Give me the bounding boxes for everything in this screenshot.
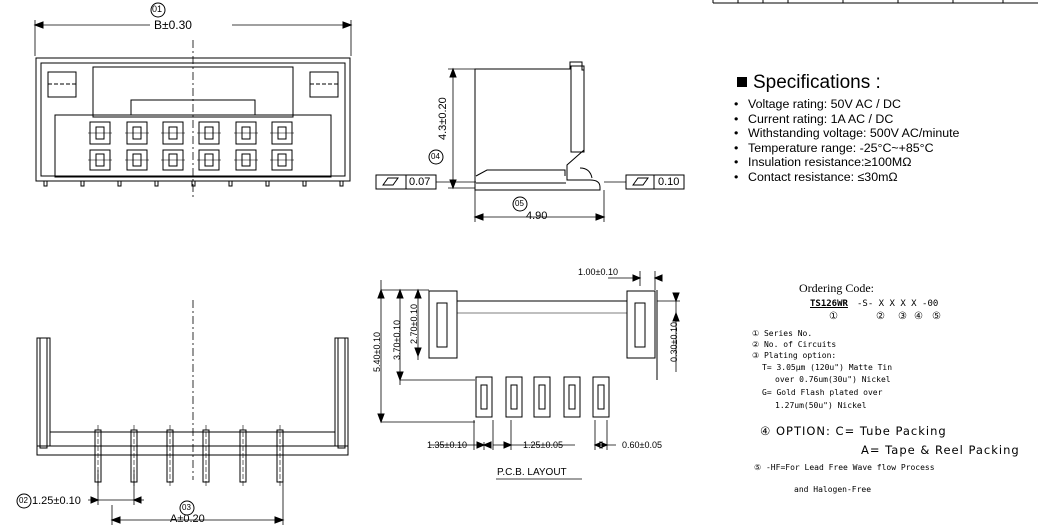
ordering-hf-line: ⑤ -HF=For Lead Free Wave flow Process bbox=[754, 463, 935, 472]
square-bullet-icon bbox=[737, 77, 747, 87]
pcb-dim-bottom-mid: 1.25±0.05 bbox=[523, 440, 563, 450]
pcb-pad-hole bbox=[538, 384, 546, 410]
pcb-pad-hole bbox=[510, 384, 518, 410]
ordering-title: Ordering Code: bbox=[799, 281, 874, 295]
side-depth-callout: 05 bbox=[515, 199, 524, 208]
pcb-dim-top-right: 1.00±0.10 bbox=[578, 267, 618, 277]
side-flatness-left: 0.07 bbox=[409, 176, 431, 188]
table-fragment bbox=[712, 0, 1038, 4]
ordering-hf-line: and Halogen-Free bbox=[794, 485, 872, 494]
top-view-drawing bbox=[33, 2, 353, 200]
front-span-dim: A±0.20 bbox=[170, 513, 205, 525]
pcb-layout-drawing bbox=[377, 271, 680, 480]
ordering-option-line: ④ OPTION: C= Tube Packing bbox=[760, 424, 947, 438]
foot-tab bbox=[43, 180, 48, 187]
foot-tab bbox=[228, 180, 233, 187]
ordering-legend-line: 1.27um(50u") Nickel bbox=[775, 401, 867, 410]
top-view-callout: 01 bbox=[152, 4, 163, 14]
spec-item: Temperature range: -25°C~+85°C bbox=[734, 141, 959, 156]
spec-item: Withstanding voltage: 500V AC/minute bbox=[734, 126, 959, 141]
ordering-marker: ⑤ bbox=[932, 311, 941, 322]
pcb-dim-left-outer: 5.40±0.10 bbox=[372, 332, 382, 372]
spec-item: Current rating: 1A AC / DC bbox=[734, 112, 959, 127]
pcb-pad-hole bbox=[568, 384, 576, 410]
ordering-marker: ③ bbox=[898, 311, 907, 322]
foot-tab bbox=[191, 180, 196, 187]
side-height-callout: 04 bbox=[431, 152, 440, 161]
spec-item: Voltage rating: 50V AC / DC bbox=[734, 97, 959, 112]
top-view-width-dim: B±0.30 bbox=[154, 18, 192, 32]
pcb-pad-hole bbox=[480, 384, 488, 410]
foot-tab bbox=[302, 180, 307, 187]
pcb-layout-title: P.C.B. LAYOUT bbox=[497, 467, 567, 478]
ordering-legend-line: T= 3.05μm (120u") Matte Tin bbox=[762, 363, 893, 372]
ordering-legend-line: over 0.76um(30u") Nickel bbox=[775, 375, 891, 384]
ordering-marker: ② bbox=[876, 311, 885, 322]
foot-tab bbox=[154, 180, 159, 187]
pcb-pad bbox=[563, 376, 581, 418]
spec-item: Insulation resistance:≥100MΩ bbox=[734, 155, 959, 170]
ordering-marker: ④ bbox=[914, 311, 923, 322]
ordering-legend-line: ② No. of Circuits bbox=[752, 340, 837, 349]
front-span-callout: 03 bbox=[182, 503, 191, 512]
front-view-drawing bbox=[16, 300, 349, 525]
foot-tab bbox=[265, 180, 270, 187]
foot-tab bbox=[339, 180, 344, 187]
pcb-pad bbox=[592, 376, 610, 418]
pcb-dim-left-inner: 2.70±0.10 bbox=[409, 304, 419, 344]
pcb-dim-bottom-left: 1.35±0.10 bbox=[427, 440, 467, 450]
side-depth-dim: 4.90 bbox=[526, 210, 548, 222]
specifications-title: Specifications : bbox=[737, 72, 881, 94]
ordering-legend-line: ① Series No. bbox=[752, 329, 813, 338]
specifications-list: Voltage rating: 50V AC / DC Current rati… bbox=[734, 97, 959, 185]
pcb-dim-right: 0.30±0.10 bbox=[669, 322, 679, 362]
pcb-pad bbox=[533, 376, 551, 418]
foot-tab bbox=[117, 180, 122, 187]
pcb-pad-hole bbox=[597, 384, 605, 410]
pcb-dim-bottom-right: 0.60±0.05 bbox=[622, 440, 662, 450]
ordering-legend-line: G= Gold Flash plated over bbox=[762, 388, 883, 397]
pcb-dim-left-mid: 3.70±0.10 bbox=[392, 320, 402, 360]
specifications-title-text: Specifications : bbox=[753, 72, 881, 93]
ordering-option-line: A= Tape & Reel Packing bbox=[861, 443, 1020, 457]
ordering-marker: ① bbox=[829, 311, 838, 322]
front-pitch-dim: 1.25±0.10 bbox=[32, 495, 81, 507]
pcb-pad bbox=[475, 376, 493, 418]
side-height-dim: 4.3±0.20 bbox=[437, 97, 449, 140]
front-pitch-callout: 02 bbox=[19, 496, 28, 505]
ordering-series: TS126WR bbox=[810, 299, 848, 309]
ordering-legend-line: ③ Plating option: bbox=[752, 351, 837, 360]
foot-tab bbox=[80, 180, 85, 187]
side-view-drawing bbox=[375, 61, 685, 222]
side-flatness-right: 0.10 bbox=[658, 176, 680, 188]
pcb-pad bbox=[505, 376, 523, 418]
ordering-code-rest: -S- X X X X -00 bbox=[857, 299, 939, 309]
spec-item: Contact resistance: ≤30mΩ bbox=[734, 170, 959, 185]
